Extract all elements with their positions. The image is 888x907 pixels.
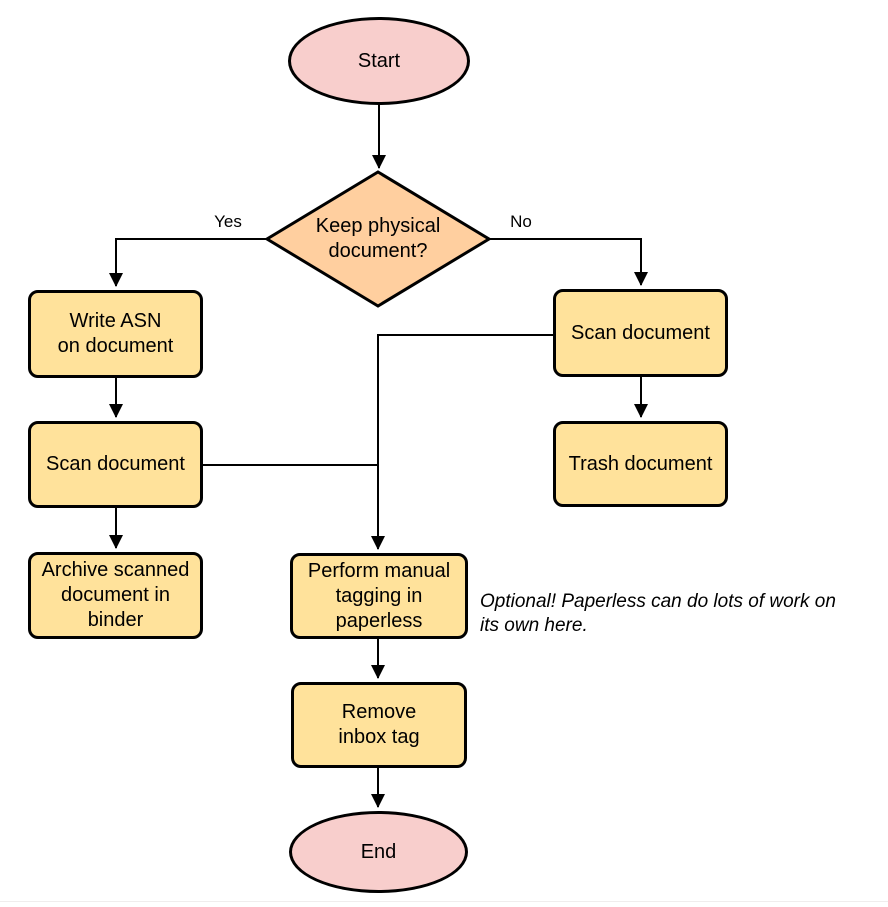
node-scan-document-right: Scan document	[553, 289, 728, 377]
node-manual-tagging-label: Perform manual tagging in paperless	[307, 559, 451, 632]
node-remove-inbox-tag-label: Remove inbox tag	[338, 701, 420, 748]
node-end-label: End	[360, 840, 397, 863]
node-trash-document-label: Trash document	[568, 452, 713, 475]
node-decision-label: Keep physical document?	[315, 215, 441, 262]
edge-label-no: No	[510, 212, 532, 231]
note-text: Optional! Paperless can do lots of work …	[480, 591, 836, 636]
node-remove-inbox-tag: Remove inbox tag	[291, 682, 467, 768]
decision-shape	[264, 170, 492, 308]
edge-label-yes: Yes	[214, 212, 242, 231]
node-archive-in-binder-label: Archive scanned document in binder	[41, 559, 190, 631]
connector-decision-yes-to-write-asn	[109, 238, 267, 287]
node-manual-tagging: Perform manual tagging in paperless	[290, 553, 468, 639]
node-decision: Keep physical document?	[278, 214, 478, 264]
node-write-asn: Write ASN on document	[28, 290, 203, 378]
node-scan-document-left-label: Scan document	[46, 453, 185, 475]
node-start-label: Start	[357, 49, 401, 72]
connector-decision-no-to-scan-right	[489, 238, 648, 286]
node-trash-document: Trash document	[553, 421, 728, 507]
connector-scan-right-to-tagging	[371, 334, 553, 550]
node-scan-document-left: Scan document	[28, 421, 203, 508]
node-scan-document-right-label: Scan document	[571, 321, 710, 344]
node-start: Start	[288, 17, 470, 105]
node-archive-in-binder: Archive scanned document in binder	[28, 552, 203, 639]
page-bottom-divider	[0, 901, 888, 902]
node-end: End	[289, 811, 468, 893]
node-write-asn-label: Write ASN on document	[57, 310, 174, 357]
